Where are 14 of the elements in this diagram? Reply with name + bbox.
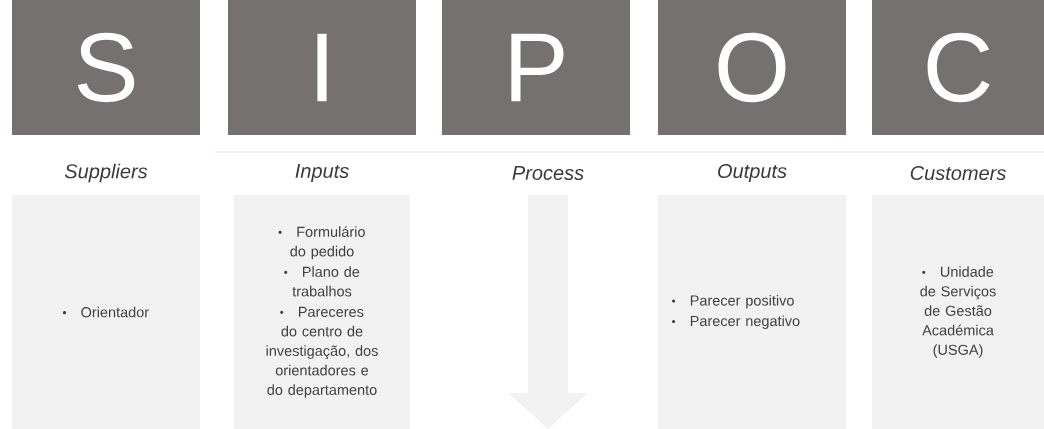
column-heading: Process [512,166,584,180]
letter-box: C [872,0,1044,135]
column-heading: Inputs [295,164,349,182]
column-heading: Suppliers [64,163,148,183]
column-heading: Outputs [718,163,787,183]
content-box: Parecer positivo Parecer negativo [658,195,846,429]
letter-box: I [228,0,416,135]
content-box: Orientador [12,195,200,429]
content-box: Unidade de Serviços de Gestão Académica (USGA) [872,195,1044,429]
content-box: Formulário do pedido Plano de trabalhos Pareceres do centro de investigação, dos orientadores e do departamento [234,195,410,429]
letter-box: P [442,0,630,135]
letter-box: O [658,0,846,135]
letter-box: S [12,0,200,135]
column-heading: Customers [910,165,1006,181]
